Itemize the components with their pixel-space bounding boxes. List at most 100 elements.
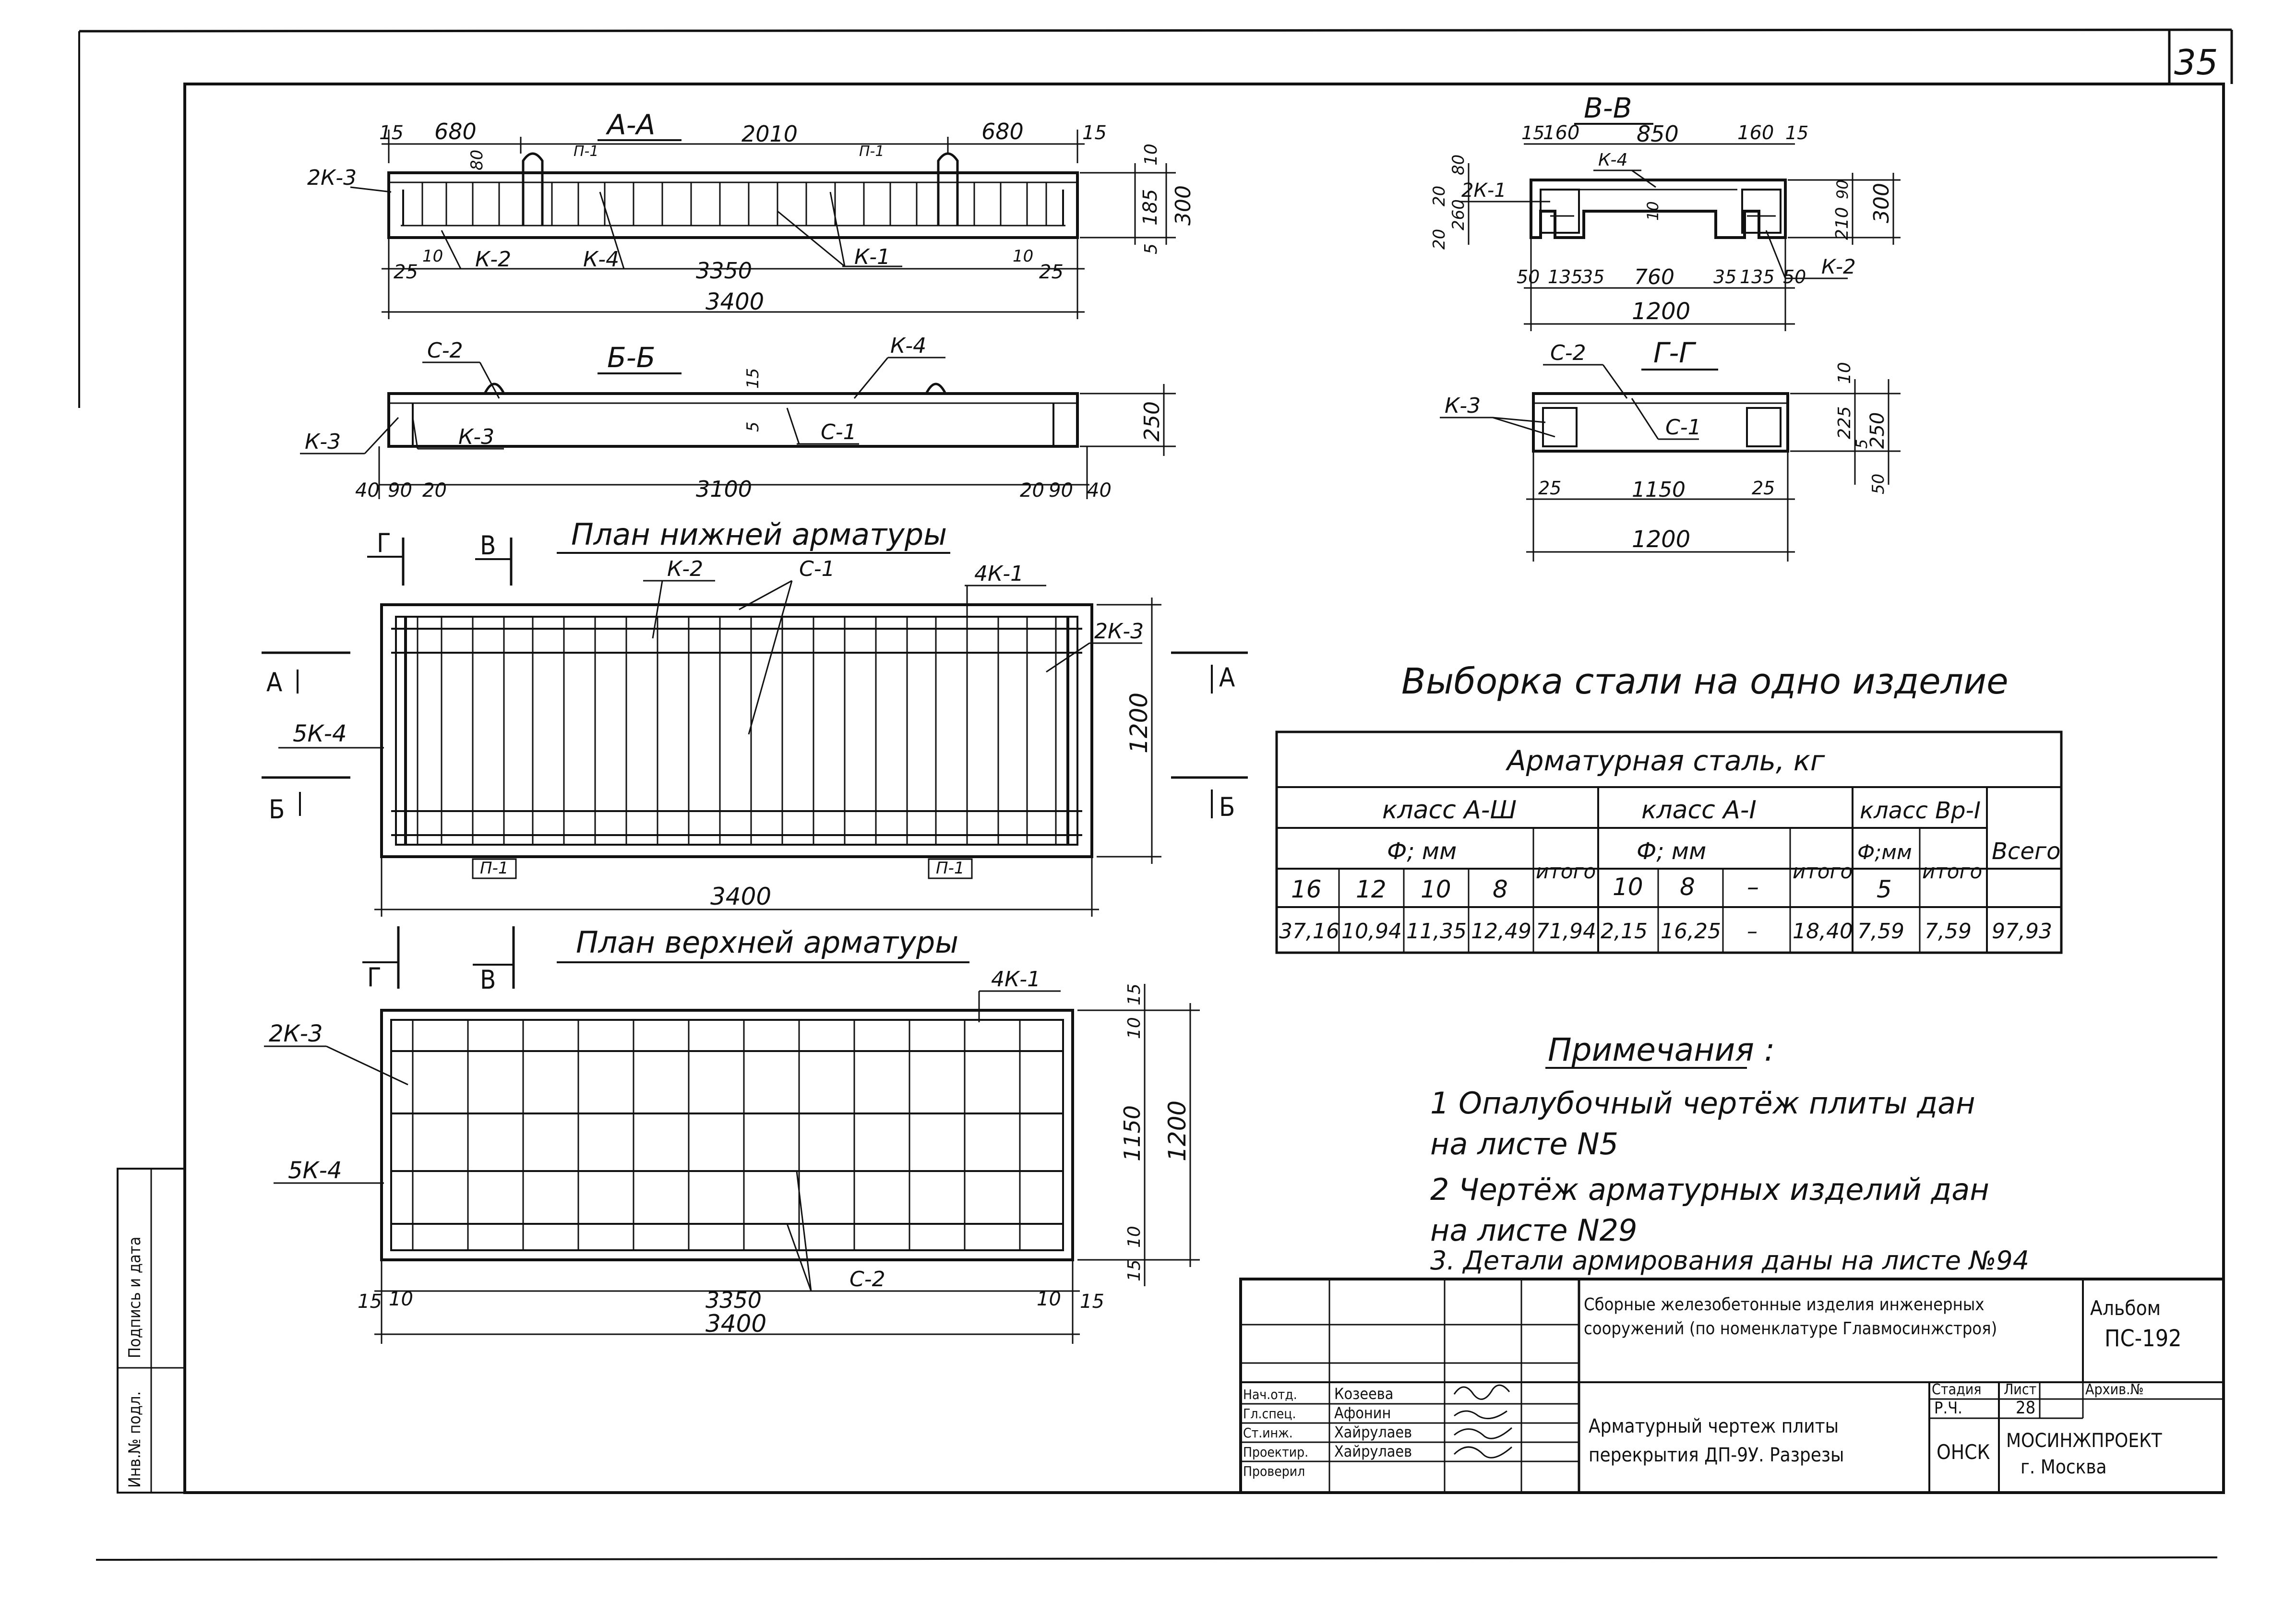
plan-lower-cut-g: Г [377, 528, 391, 558]
vv-bdim-50l: 50 [1517, 266, 1540, 287]
aa-bdim-25r: 25 [1039, 261, 1064, 283]
tb-drawing-title-2: перекрытия ДП-9У. Разрезы [1589, 1444, 1844, 1466]
aa-label-k1: К-1 [854, 245, 890, 269]
table-phi-a1: Ф; мм [1637, 838, 1706, 865]
gg-rdim-250: 250 [1866, 412, 1889, 449]
vv-tdim-160r: 160 [1737, 122, 1774, 144]
plan-lower-cut-a-right: А [1219, 662, 1235, 693]
title-block: Сборные железобетонные изделия инженерны… [1239, 1278, 2225, 1494]
section-vv: В-В 15 160 850 160 15 К-4 10 2К-1 К-2 80… [1430, 92, 1901, 331]
val-5: 7,59 [1857, 919, 1904, 944]
table-diameters: 16 12 10 8 10 8 – 5 [1291, 873, 1892, 903]
bb-bdim-40l: 40 [355, 479, 380, 502]
aa-dim-15l: 15 [379, 122, 404, 144]
vv-ldim-260: 260 [1449, 199, 1468, 230]
gg-label-k3: К-3 [1445, 394, 1481, 418]
bb-bdim-90l: 90 [388, 479, 412, 502]
side-stamp-inv: Инв.№ подл. [125, 1391, 144, 1488]
val-dash: – [1747, 919, 1758, 944]
tb-sheet-label: Лист [2004, 1381, 2036, 1398]
val-itogo-b1: 7,59 [1925, 919, 1972, 944]
gg-label-c1: С-1 [1665, 415, 1701, 440]
aa-dim-80: 80 [467, 150, 487, 170]
vv-ldim-20b: 20 [1430, 229, 1449, 250]
aa-rdim-300: 300 [1171, 185, 1196, 226]
outer-frame-top [79, 28, 2232, 33]
plan-upper-label-5k4: 5К-4 [288, 1157, 342, 1184]
aa-label-k2: К-2 [475, 247, 511, 272]
tb-org-1: МОСИНЖПРОЕКТ [2006, 1430, 2163, 1452]
section-vv-title: В-В [1584, 92, 1632, 124]
notes-title: Примечания : [1548, 1031, 1775, 1068]
note-2b: на листе N29 [1430, 1213, 1638, 1248]
vv-bdim-135r: 135 [1740, 266, 1775, 287]
tb-name-3: Хайрулаев [1334, 1423, 1412, 1441]
bottom-edge-line [96, 1556, 2218, 1561]
bb-label-c2: С-2 [427, 338, 463, 363]
plan-upper-width: 3400 [706, 1310, 766, 1338]
note-3: 3. Детали армирования даны на листе №94 [1430, 1245, 2029, 1276]
plan-lower-cut-a-left: А [266, 667, 282, 697]
vv-label-k2: К-2 [1821, 255, 1856, 278]
tb-role-5: Проверил [1243, 1463, 1305, 1479]
diam-10b: 10 [1613, 873, 1643, 901]
val-16: 37,16 [1279, 919, 1339, 944]
plan-upper-title: План верхней арматуры [576, 925, 958, 960]
plan-lower-label-p1b: П-1 [936, 859, 964, 878]
vv-ldim-80: 80 [1449, 155, 1468, 175]
aa-label-p1b: П-1 [859, 143, 884, 160]
table-class-a3: класс А-Ш [1382, 796, 1517, 825]
vv-dim-10: 10 [1644, 201, 1662, 221]
tb-album-label: Альбом [2090, 1296, 2161, 1320]
steel-table-title: Выборка стали на одно изделие [1401, 661, 2009, 702]
vv-rdim-300: 300 [1869, 183, 1894, 223]
tb-archive-label: Архив.№ [2085, 1381, 2144, 1398]
diam-16: 16 [1291, 875, 1322, 903]
plan-lower-height: 1200 [1125, 693, 1153, 754]
section-bb-title: Б-Б [607, 341, 656, 374]
tb-project-2: сооружений (по номенклатуре Главмосинжст… [1584, 1319, 1997, 1339]
diam-8b: 8 [1680, 873, 1695, 901]
val-12: 10,94 [1341, 919, 1402, 944]
vv-ldim-20a: 20 [1430, 186, 1449, 206]
table-header-main: Арматурная сталь, кг [1505, 744, 1825, 777]
aa-stirrups [421, 182, 1047, 226]
plan-upper-label-4k1: 4К-1 [991, 967, 1040, 992]
plan-lower-title: План нижней арматуры [571, 517, 947, 552]
aa-bdim-3350: 3350 [696, 258, 752, 284]
aa-bdim-25l: 25 [394, 261, 418, 283]
vv-bdim-135l: 135 [1548, 266, 1583, 287]
gg-bdim-25r: 25 [1752, 478, 1775, 499]
plan-upper-rdim-15t: 15 [1124, 983, 1144, 1005]
plan-lower: План нижней арматуры Г В [262, 517, 1248, 917]
diam-8a: 8 [1493, 875, 1508, 903]
bb-label-c1: С-1 [821, 420, 857, 444]
plan-upper-bdim-15r: 15 [1080, 1291, 1104, 1313]
gg-rdim-5: 5 [1853, 439, 1871, 449]
vv-bdim-50r: 50 [1783, 266, 1806, 287]
bb-label-k4: К-4 [890, 334, 926, 358]
side-stamp-sign: Подпись и дата [125, 1237, 144, 1358]
diam-10a: 10 [1421, 875, 1451, 903]
bb-bdim-90r: 90 [1049, 479, 1073, 502]
plan-lower-cut-v: В [480, 530, 496, 561]
aa-rdim-5: 5 [1141, 243, 1161, 254]
table-itogo-a1: итого [1793, 860, 1853, 883]
aa-label-p1a: П-1 [574, 143, 598, 160]
tb-name-4: Хайрулаев [1334, 1442, 1412, 1460]
plan-upper-cut-v: В [480, 965, 496, 995]
section-bb: Б-Б С-2 К-4 15 5 К-3 К-3 С-1 40 90 20 31… [300, 334, 1176, 502]
tb-name-2: Афонин [1334, 1404, 1391, 1422]
gg-beam [1532, 392, 1789, 453]
plan-upper-rdim-1150: 1150 [1119, 1105, 1145, 1161]
val-vsego: 97,93 [1992, 919, 2052, 944]
gg-label-c2: С-2 [1550, 341, 1586, 365]
plan-upper: План верхней арматуры Г В 4К-1 2К-3 [264, 925, 1200, 1344]
table-class-a1: класс А-I [1641, 796, 1757, 825]
section-aa-title: А-А [605, 108, 655, 141]
aa-bdim-10l: 10 [422, 247, 443, 266]
vv-bdim-35r: 35 [1713, 266, 1736, 287]
bb-bdim-3100: 3100 [696, 476, 752, 502]
vv-tdim-850: 850 [1637, 121, 1679, 147]
bb-bdim-20r: 20 [1020, 479, 1044, 502]
